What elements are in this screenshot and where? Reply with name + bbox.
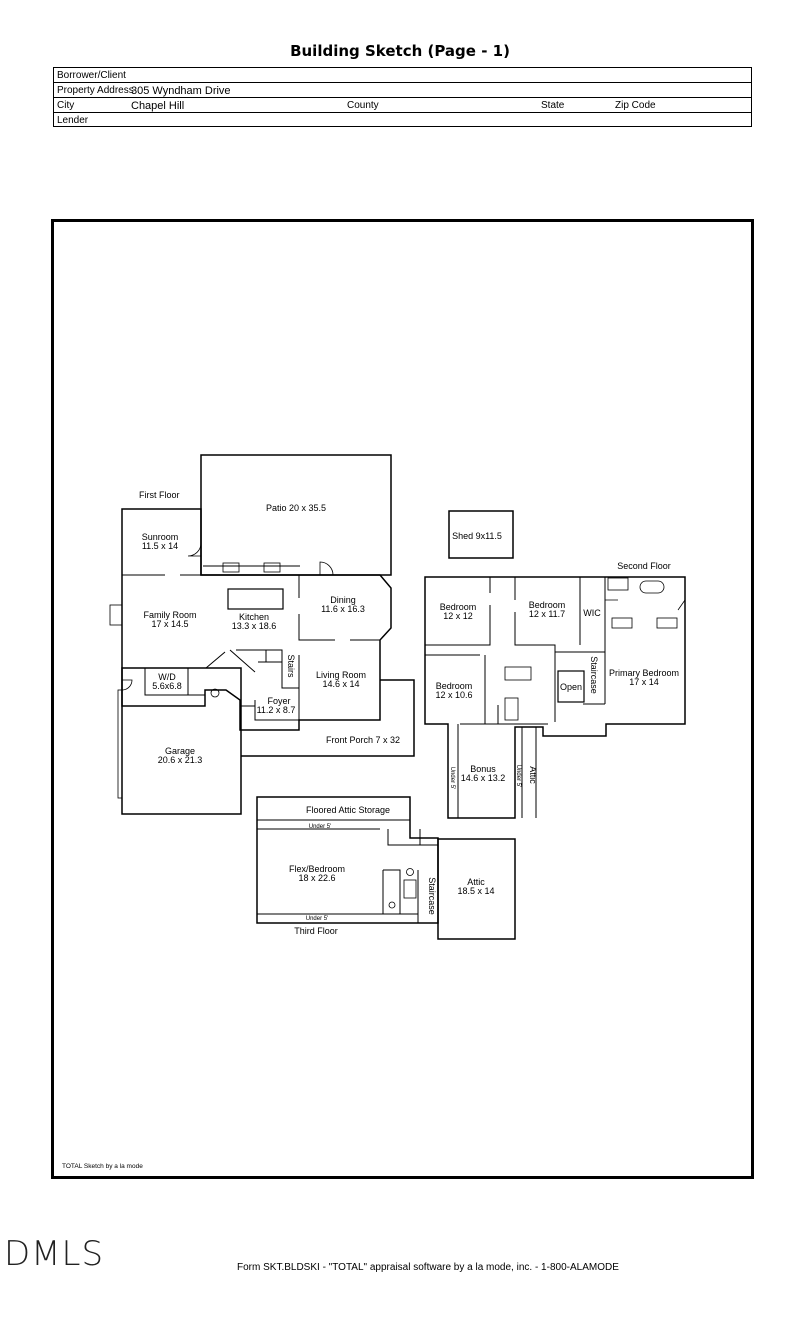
staircase-2-label: Staircase bbox=[589, 656, 599, 694]
second-floor-label: Second Floor bbox=[617, 561, 671, 571]
attic-3-label: Attic bbox=[467, 877, 485, 887]
porch-label: Front Porch 7 x 32 bbox=[326, 735, 400, 745]
wic-label: WIC bbox=[583, 608, 601, 618]
sunroom-label: Sunroom bbox=[142, 532, 179, 542]
borrower-row: Borrower/Client bbox=[54, 68, 751, 83]
second-floor-walls bbox=[424, 576, 686, 819]
address-row: Property Address 305 Wyndham Drive bbox=[54, 83, 751, 98]
flex-bedroom-dim: 18 x 22.6 bbox=[298, 873, 335, 883]
page-title: Building Sketch (Page - 1) bbox=[290, 42, 510, 60]
sketch-credit: TOTAL Sketch by a la mode bbox=[62, 1163, 143, 1170]
foyer-dim: 11.2 x 8.7 bbox=[257, 705, 296, 715]
dining-label: Dining bbox=[330, 595, 356, 605]
first-floor-walls bbox=[109, 454, 415, 815]
under-5-b-label: Under 5' bbox=[515, 765, 521, 788]
family-room-dim: 17 x 14.5 bbox=[151, 619, 188, 629]
state-label: State bbox=[541, 100, 565, 111]
room-labels: First Floor Patio 20 x 35.5 Sunroom 11.5… bbox=[139, 490, 679, 936]
lender-row: Lender bbox=[54, 113, 751, 128]
attic-3-dim: 18.5 x 14 bbox=[457, 886, 494, 896]
address-label: Property Address bbox=[57, 85, 134, 96]
city-row: City Chapel Hill County State Zip Code bbox=[54, 98, 751, 113]
open-label: Open bbox=[560, 682, 582, 692]
family-room-label: Family Room bbox=[143, 610, 196, 620]
foyer-label: Foyer bbox=[267, 696, 290, 706]
address-value: 305 Wyndham Drive bbox=[131, 85, 231, 97]
first-floor-label: First Floor bbox=[139, 490, 180, 500]
borrower-label: Borrower/Client bbox=[57, 70, 126, 81]
patio-label: Patio 20 x 35.5 bbox=[266, 503, 326, 513]
bedroom-2-label: Bedroom bbox=[529, 600, 566, 610]
bedroom-3-label: Bedroom bbox=[436, 681, 473, 691]
city-label: City bbox=[57, 100, 75, 111]
zip-label: Zip Code bbox=[615, 100, 656, 111]
primary-bedroom-label: Primary Bedroom bbox=[609, 668, 679, 678]
dmls-logo: DMLS bbox=[4, 1234, 105, 1274]
bedroom-1-dim: 12 x 12 bbox=[443, 611, 473, 621]
living-room-label: Living Room bbox=[316, 670, 366, 680]
flex-bedroom-label: Flex/Bedroom bbox=[289, 864, 345, 874]
kitchen-label: Kitchen bbox=[239, 612, 269, 622]
wd-dim: 5.6x6.8 bbox=[152, 681, 182, 691]
kitchen-dim: 13.3 x 18.6 bbox=[232, 621, 277, 631]
lender-label: Lender bbox=[57, 115, 89, 126]
attic-2-label: Attic bbox=[528, 766, 538, 784]
floored-attic-label: Floored Attic Storage bbox=[306, 805, 390, 815]
under-5-a-label: Under 5' bbox=[449, 767, 455, 790]
sunroom-dim: 11.5 x 14 bbox=[142, 541, 178, 551]
county-label: County bbox=[347, 100, 379, 111]
dining-dim: 11.6 x 16.3 bbox=[321, 604, 365, 614]
under-5-c-label: Under 5' bbox=[309, 824, 332, 830]
stairs-label: Stairs bbox=[286, 654, 296, 678]
bedroom-1-label: Bedroom bbox=[440, 602, 477, 612]
form-footer: Form SKT.BLDSKI - "TOTAL" appraisal soft… bbox=[237, 1262, 619, 1273]
city-value: Chapel Hill bbox=[131, 100, 185, 112]
third-floor-walls bbox=[256, 796, 516, 940]
garage-dim: 20.6 x 21.3 bbox=[158, 755, 203, 765]
under-5-d-label: Under 5' bbox=[306, 916, 329, 922]
property-info-table: Borrower/Client Property Address 305 Wyn… bbox=[53, 67, 752, 127]
bonus-label: Bonus bbox=[470, 764, 496, 774]
sketch-frame bbox=[51, 219, 754, 1179]
bonus-dim: 14.6 x 13.2 bbox=[461, 773, 506, 783]
wd-label: W/D bbox=[158, 672, 176, 682]
third-floor-label: Third Floor bbox=[294, 926, 338, 936]
bedroom-2-dim: 12 x 11.7 bbox=[529, 609, 565, 619]
shed-label: Shed 9x11.5 bbox=[452, 531, 502, 541]
bedroom-3-dim: 12 x 10.6 bbox=[435, 690, 472, 700]
garage-label: Garage bbox=[165, 746, 195, 756]
staircase-3-label: Staircase bbox=[427, 877, 437, 915]
primary-bedroom-dim: 17 x 14 bbox=[629, 677, 659, 687]
living-room-dim: 14.6 x 14 bbox=[322, 679, 359, 689]
shed-outline bbox=[448, 510, 514, 559]
